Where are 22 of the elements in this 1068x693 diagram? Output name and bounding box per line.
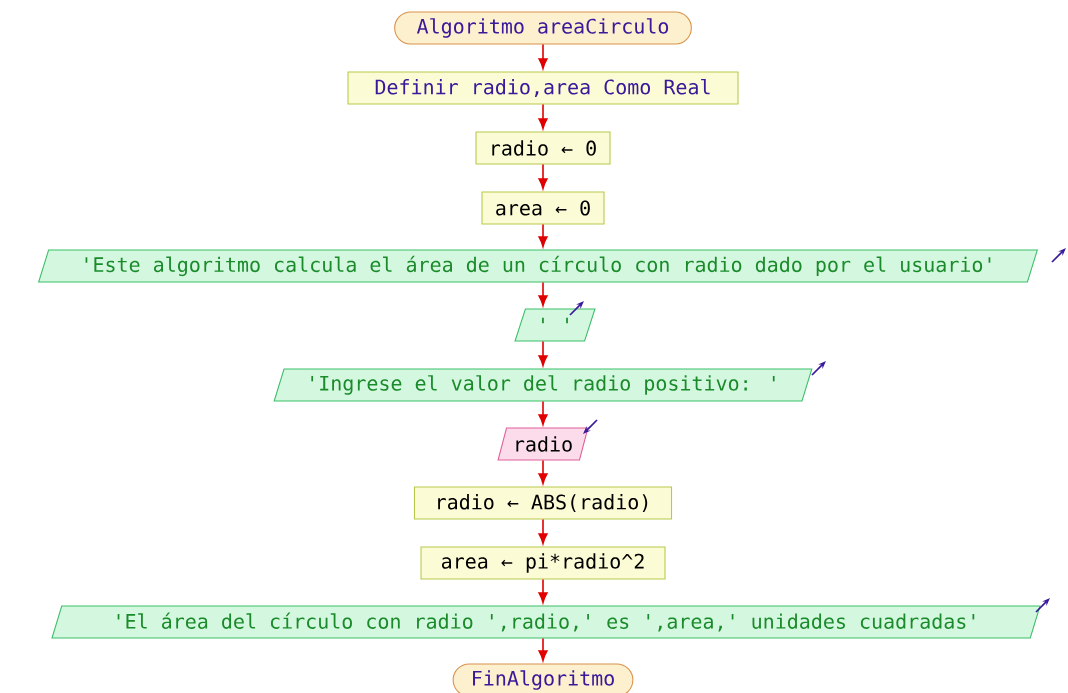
arrow [538,43,548,70]
arrow [538,281,548,307]
process-box: area ← 0 [481,191,605,225]
arrow [538,223,548,248]
arrow [538,578,548,604]
arrow [538,518,548,545]
output-parallelogram: 'El área del círculo con radio ',radio,' es ',area,' unidades cuadradas' [51,605,1041,639]
process-box: radio ← ABS(radio) [413,486,673,520]
terminal: Algoritmo areaCirculo [394,11,692,45]
arrow [538,163,548,190]
output-parallelogram: 'Ingrese el valor del radio positivo: ' [273,368,813,402]
arrow [538,637,548,662]
output-parallelogram: ' ' [514,308,596,342]
arrow [538,103,548,130]
process-box: Definir radio,area Como Real [347,71,739,105]
input-parallelogram: radio [497,427,589,461]
process-box: area ← pi*radio^2 [420,546,666,580]
terminal: FinAlgoritmo [452,663,634,693]
process-box: radio ← 0 [475,131,611,165]
arrow [538,340,548,367]
arrow [538,459,548,485]
arrow [538,400,548,426]
